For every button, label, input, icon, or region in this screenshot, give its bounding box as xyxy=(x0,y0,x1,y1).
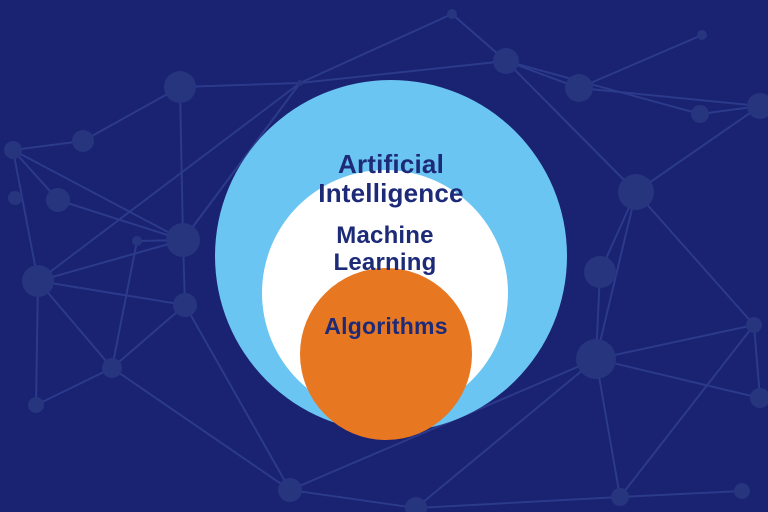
network-edge xyxy=(57,199,184,241)
network-edge xyxy=(111,304,186,369)
network-edge xyxy=(37,239,184,282)
network-node xyxy=(734,483,750,499)
network-edge xyxy=(595,358,621,498)
network-edge xyxy=(415,358,597,509)
network-edge xyxy=(635,105,761,193)
network-edge xyxy=(35,280,39,406)
network-edge xyxy=(578,87,761,107)
network-node xyxy=(697,30,707,40)
network-edge xyxy=(619,490,743,498)
network-edge xyxy=(505,60,701,115)
network-node xyxy=(611,488,629,506)
label-algorithms: Algorithms xyxy=(324,313,448,339)
network-node xyxy=(297,80,303,86)
network-node xyxy=(747,93,768,119)
network-node xyxy=(72,130,94,152)
network-edge xyxy=(299,60,507,84)
network-edge xyxy=(595,358,761,399)
network-edge xyxy=(37,280,186,306)
network-node xyxy=(164,71,196,103)
network-edge xyxy=(753,324,761,399)
network-edge xyxy=(289,489,417,509)
network-edge xyxy=(578,34,703,89)
network-edge xyxy=(111,367,291,491)
network-edge xyxy=(179,82,301,88)
network-edge xyxy=(12,149,184,241)
network-edge xyxy=(111,240,138,369)
network-edge xyxy=(37,82,301,282)
network-edge xyxy=(82,86,181,142)
network-node xyxy=(405,497,427,512)
network-node xyxy=(746,317,762,333)
network-node xyxy=(22,265,54,297)
circle-algorithms xyxy=(300,268,472,440)
network-node xyxy=(46,188,70,212)
network-node xyxy=(8,191,22,205)
network-edge xyxy=(299,13,453,84)
network-node xyxy=(750,388,768,408)
label-machine-learning: Machine Learning xyxy=(333,222,437,276)
network-node xyxy=(618,174,654,210)
network-edge xyxy=(415,496,621,509)
network-edge xyxy=(37,280,113,369)
label-artificial-intelligence: Artificial Intelligence xyxy=(318,149,464,209)
network-edge xyxy=(12,140,84,151)
network-edge xyxy=(595,191,637,360)
network-nodes-group xyxy=(4,9,768,512)
network-edge xyxy=(182,82,301,241)
network-node xyxy=(576,339,616,379)
network-node xyxy=(102,358,122,378)
network-node xyxy=(493,48,519,74)
network-node xyxy=(691,105,709,123)
network-node xyxy=(132,236,142,246)
network-edge xyxy=(595,324,755,360)
network-edge xyxy=(12,149,39,282)
network-node xyxy=(584,256,616,288)
network-node xyxy=(28,397,44,413)
network-node xyxy=(278,478,302,502)
network-edge xyxy=(505,60,637,193)
network-edge xyxy=(635,191,755,326)
network-node xyxy=(4,141,22,159)
network-edge xyxy=(179,86,184,241)
network-edge xyxy=(184,304,291,491)
network-edge xyxy=(619,324,755,498)
network-node xyxy=(565,74,593,102)
network-edge xyxy=(35,367,113,406)
network-node xyxy=(447,9,457,19)
network-node xyxy=(173,293,197,317)
network-edge xyxy=(289,358,597,491)
network-node xyxy=(166,223,200,257)
